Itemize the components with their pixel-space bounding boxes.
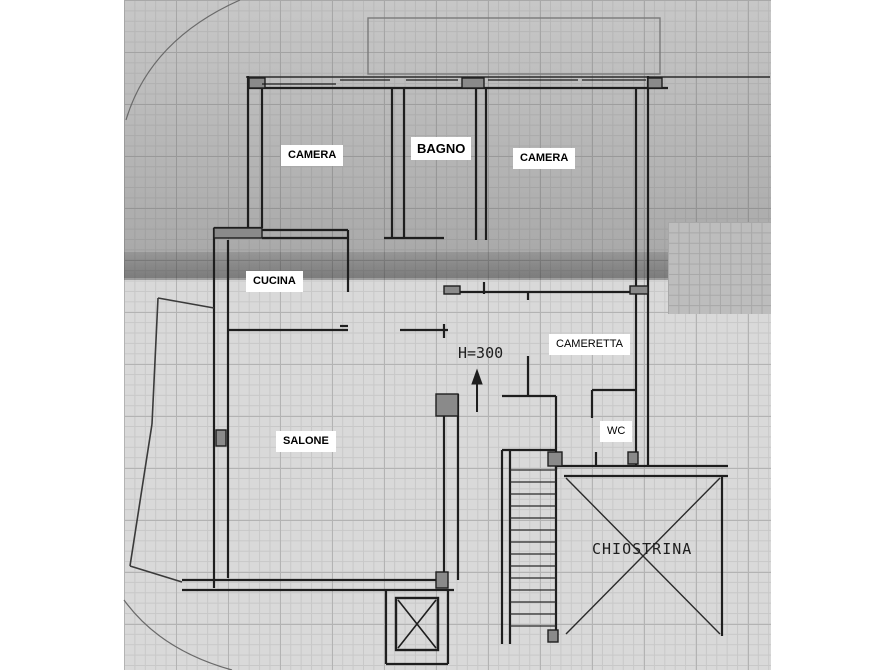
- frame-arc: [125, 0, 241, 121]
- terrace-outline: [367, 17, 661, 75]
- balcony: [129, 297, 215, 583]
- windows: [262, 79, 646, 85]
- room-label-cameretta: CAMERETTA: [549, 334, 631, 355]
- staircase-icon: [510, 469, 556, 627]
- columns: [213, 77, 663, 643]
- room-label-salone: SALONE: [276, 431, 336, 452]
- room-label-camera-right: CAMERA: [513, 148, 576, 169]
- courtyard-cross: [565, 477, 721, 635]
- room-label-camera-left: CAMERA: [281, 145, 344, 166]
- frame-arc-bottom: [123, 599, 233, 670]
- room-label-bagno: BAGNO: [411, 137, 472, 160]
- courtyard-annotation: CHIOSTRINA: [592, 540, 693, 558]
- paper-patch: [668, 222, 771, 314]
- room-label-wc: WC: [600, 421, 633, 442]
- height-annotation: H=300: [458, 344, 504, 362]
- room-label-cucina: CUCINA: [246, 271, 303, 292]
- walls: [182, 76, 728, 666]
- graph-paper: [124, 0, 771, 670]
- scan-fold: [124, 252, 771, 280]
- north-arrow-icon: [471, 368, 483, 412]
- elevator-icon: [394, 596, 440, 652]
